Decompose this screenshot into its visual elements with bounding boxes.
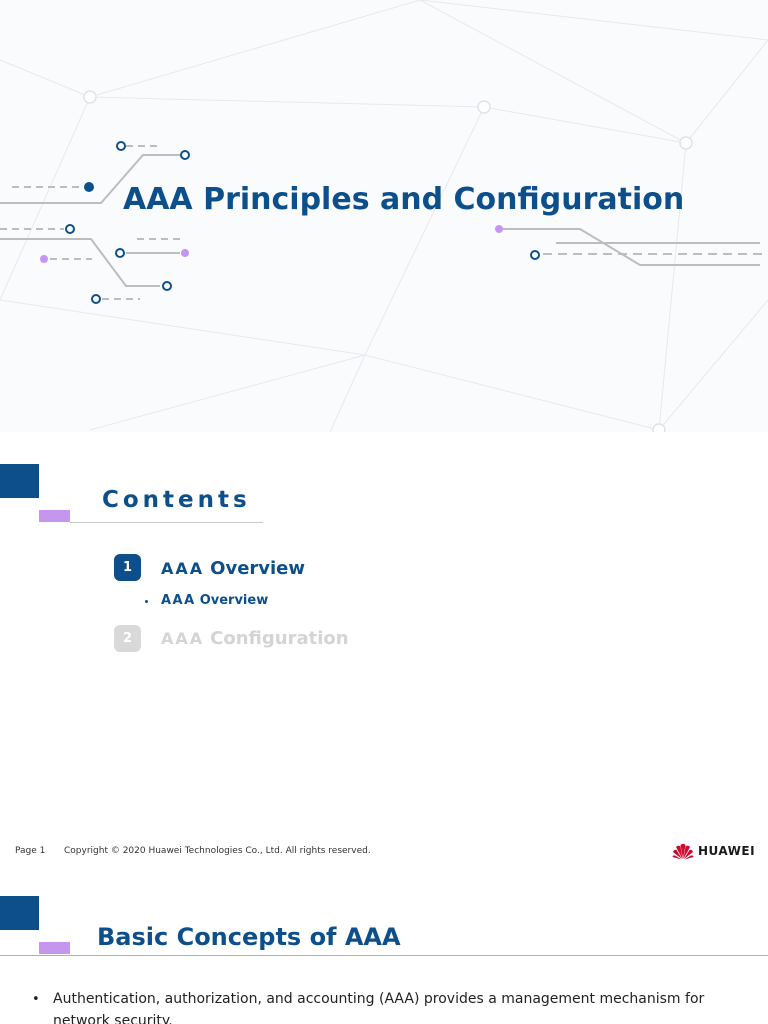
- toc-item-acronym: AAA: [161, 559, 205, 578]
- bullet-icon: [145, 600, 148, 603]
- toc-subitem-acronym: AAA: [161, 593, 196, 608]
- title-slide: AAA Principles and Configuration: [0, 0, 768, 432]
- huawei-brand: HUAWEI: [672, 842, 755, 860]
- contents-divider: [70, 522, 263, 523]
- toc-item-acronym: AAA: [161, 629, 205, 648]
- page-number: Page 1: [15, 846, 46, 856]
- toc-item-label: Configuration: [210, 628, 349, 649]
- presentation-title: AAA Principles and Configuration: [123, 182, 685, 217]
- toc-number-badge-1: 1: [114, 554, 141, 581]
- toc-subitem-label: Overview: [199, 593, 269, 608]
- corner-accent-blue: [0, 896, 39, 930]
- toc-item-aaa-configuration[interactable]: AAA Configuration: [161, 628, 349, 649]
- toc-item-label: Overview: [210, 558, 306, 579]
- huawei-flower-logo-icon: [672, 843, 694, 860]
- bullet-text: Authentication, authorization, and accou…: [53, 991, 705, 1024]
- corner-accent-purple: [39, 942, 70, 954]
- toc-item-aaa-overview[interactable]: AAA Overview: [161, 558, 305, 579]
- bullet-icon: •: [32, 992, 40, 1007]
- corner-accent-blue: [0, 464, 39, 498]
- concepts-slide: Basic Concepts of AAA • Authentication, …: [0, 864, 768, 1024]
- toc-number: 1: [122, 560, 133, 575]
- slide-heading: Basic Concepts of AAA: [97, 923, 401, 951]
- toc-number-badge-2: 2: [114, 625, 141, 652]
- brand-name: HUAWEI: [698, 844, 756, 858]
- contents-heading: Contents: [102, 487, 251, 513]
- heading-divider: [0, 955, 768, 956]
- corner-accent-purple: [39, 510, 70, 522]
- copyright-notice: Copyright © 2020 Huawei Technologies Co.…: [64, 846, 371, 856]
- circuit-decoration: [0, 0, 768, 432]
- toc-number: 2: [122, 631, 133, 646]
